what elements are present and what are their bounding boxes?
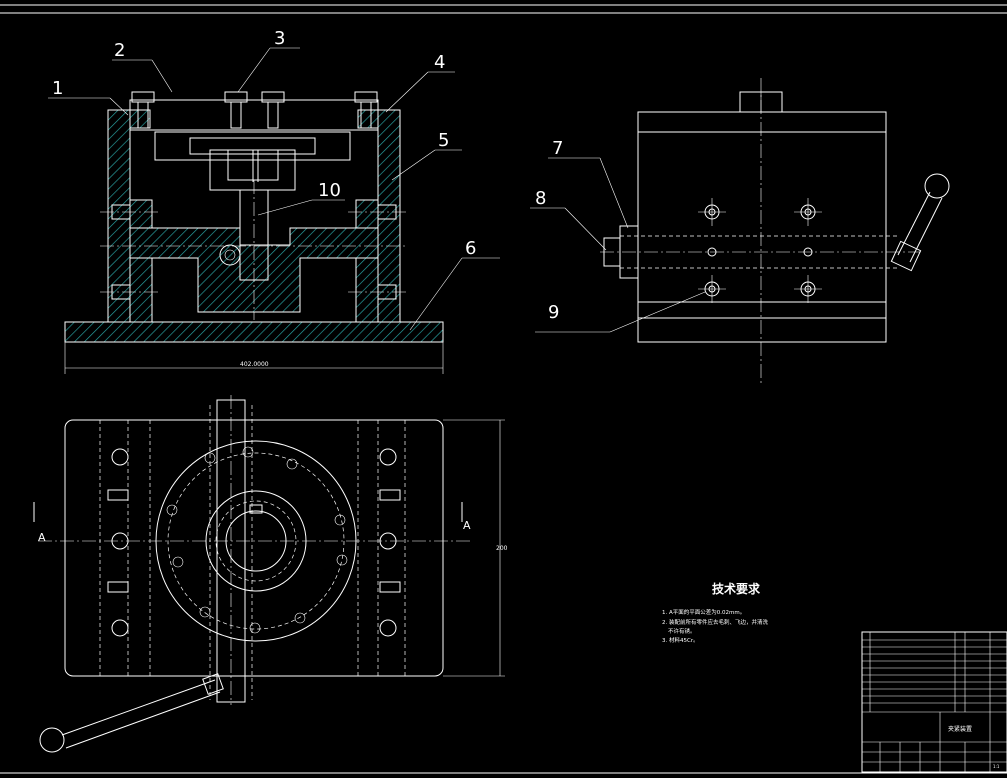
section-marker-right: A bbox=[463, 519, 471, 532]
part-label-8: 8 bbox=[535, 188, 546, 209]
tech-req-note-3: 不许有锈。 bbox=[668, 627, 696, 635]
front-section-view: 402.0000 bbox=[64, 91, 444, 374]
title-block-drawing-name: 夹紧装置 bbox=[948, 725, 972, 733]
tech-req-note-4: 3. 材料45Cr。 bbox=[662, 636, 699, 644]
technical-requirements: 技术要求 1. A平面的平面公差为0.02mm。 2. 装配前所有零件应去毛刺、… bbox=[662, 581, 768, 644]
part-label-10: 10 bbox=[318, 180, 341, 201]
part-label-1: 1 bbox=[52, 78, 63, 99]
title-block: 夹紧装置 1:1 bbox=[861, 631, 1007, 773]
width-dimension: 402.0000 bbox=[240, 361, 269, 368]
leader-lines-front bbox=[48, 47, 500, 331]
part-label-2: 2 bbox=[114, 40, 125, 61]
tech-req-title: 技术要求 bbox=[712, 581, 761, 596]
part-number-labels: 1 2 3 4 5 6 7 8 9 10 bbox=[52, 28, 563, 323]
tech-req-note-1: 1. A平面的平面公差为0.02mm。 bbox=[662, 608, 745, 616]
section-marker-left: A bbox=[38, 531, 46, 544]
part-label-6: 6 bbox=[465, 238, 476, 259]
drawing-frame bbox=[0, 4, 1007, 774]
part-label-3: 3 bbox=[274, 28, 285, 49]
title-block-sheet: 1:1 bbox=[993, 764, 1000, 769]
part-label-9: 9 bbox=[548, 302, 559, 323]
part-label-4: 4 bbox=[434, 52, 445, 73]
top-view: A A 200 bbox=[33, 395, 508, 753]
height-dimension: 200 bbox=[496, 545, 508, 552]
part-label-5: 5 bbox=[438, 130, 449, 151]
part-label-7: 7 bbox=[552, 138, 563, 159]
tech-req-note-2: 2. 装配前所有零件应去毛刺、飞边，并清洗 bbox=[662, 618, 768, 626]
leader-lines-side bbox=[530, 157, 706, 333]
side-view bbox=[600, 78, 950, 385]
